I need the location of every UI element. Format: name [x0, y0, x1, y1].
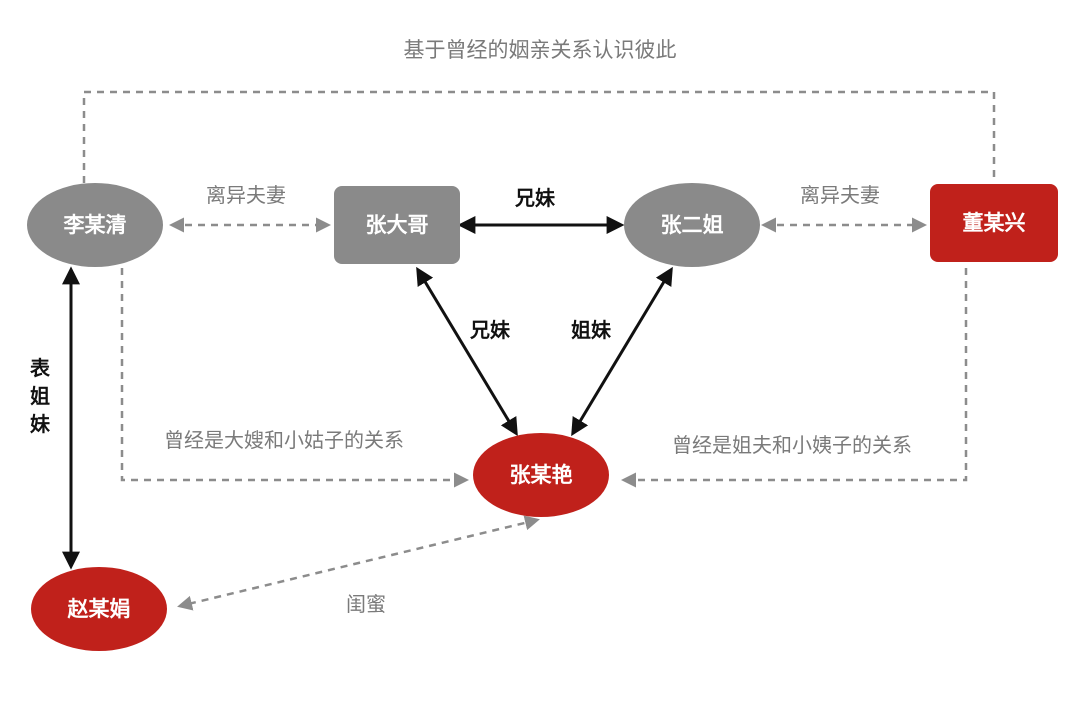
label-li-yan: 曾经是大嫂和小姑子的关系 — [164, 428, 404, 452]
node-zhang-erjie — [624, 183, 760, 267]
connector-li-yan — [120, 268, 469, 488]
node-zhang-dage-label: 张大哥 — [366, 213, 429, 237]
node-zhao — [31, 567, 167, 651]
node-zhang-yan — [473, 433, 609, 517]
label-li-zhao-char-2: 姐 — [30, 384, 50, 408]
connector-dage-yan — [416, 266, 518, 437]
connector-top-li-dong — [82, 90, 996, 183]
node-li-label: 李某清 — [63, 213, 127, 237]
label-li-zhang-dage: 离异夫妻 — [206, 183, 286, 207]
label-erjie-dong: 离异夫妻 — [800, 183, 880, 207]
node-li — [27, 183, 163, 267]
label-dage-yan: 兄妹 — [469, 318, 511, 342]
label-zhao-yan: 闺蜜 — [346, 592, 386, 616]
diagram-title: 基于曾经的姻亲关系认识彼此 — [404, 38, 677, 62]
node-dong — [930, 184, 1058, 262]
node-zhang-erjie-label: 张二姐 — [661, 213, 724, 237]
connector-dong-yan — [621, 268, 968, 488]
label-li-zhao-char-3: 妹 — [29, 412, 51, 436]
node-zhang-yan-label: 张某艳 — [510, 463, 573, 487]
node-zhang-dage — [334, 186, 460, 264]
connector-erjie-yan — [571, 266, 673, 437]
node-dong-label: 董某兴 — [963, 211, 1026, 235]
label-dong-yan: 曾经是姐夫和小姨子的关系 — [672, 433, 912, 457]
label-li-zhao-char-1: 表 — [30, 356, 51, 380]
node-zhao-label: 赵某娟 — [67, 597, 131, 621]
label-erjie-yan: 姐妹 — [571, 318, 612, 342]
connector-zhao-yan — [177, 515, 540, 611]
label-dage-erjie: 兄妹 — [514, 186, 556, 210]
